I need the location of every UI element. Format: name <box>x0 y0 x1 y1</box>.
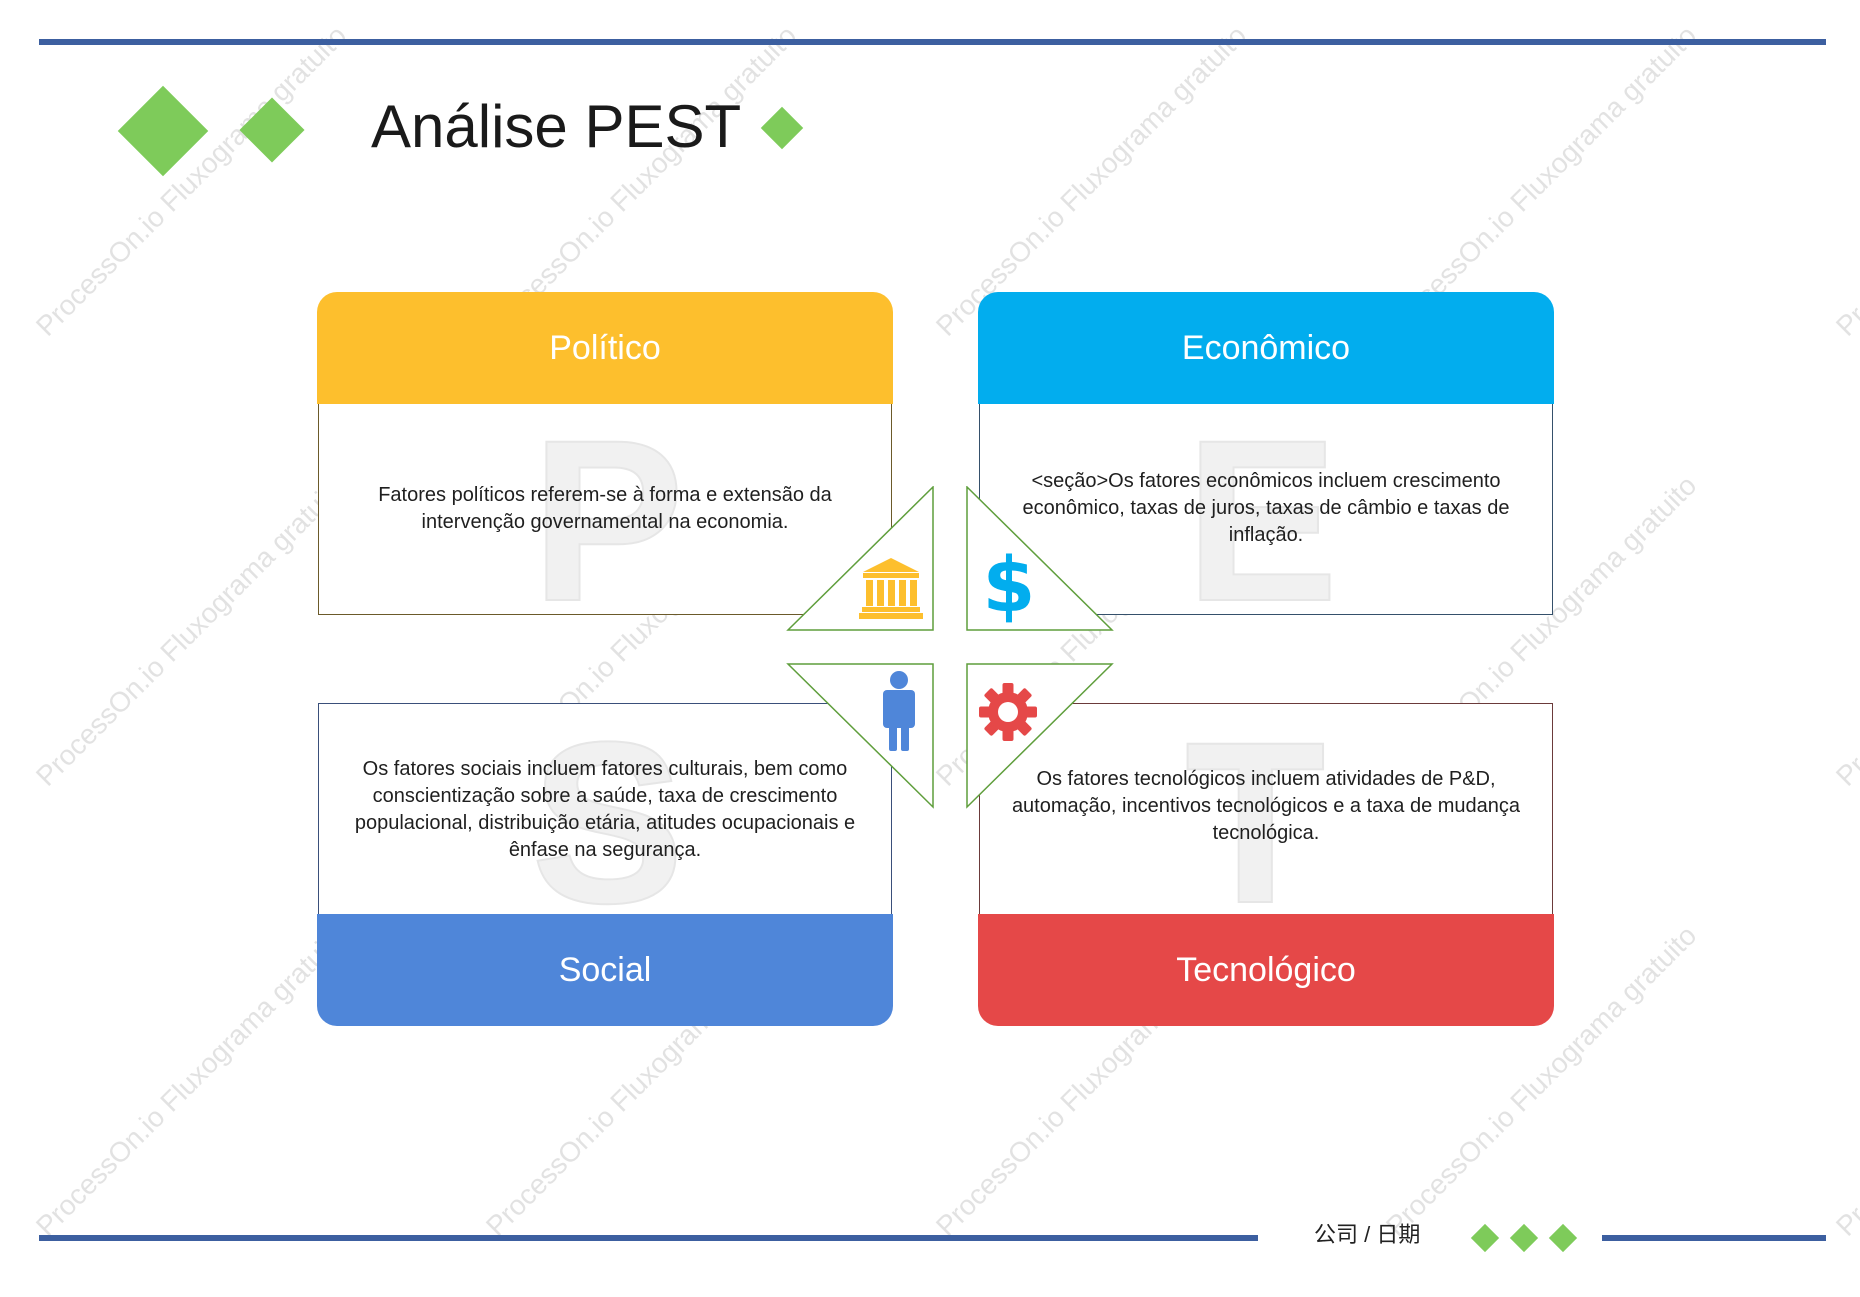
bottom-rule-left <box>39 1235 1258 1241</box>
triangle-politico <box>786 486 934 631</box>
card-economico-label: Econômico <box>1181 328 1351 367</box>
page-title: Análise PEST <box>371 93 742 160</box>
triangle-economico <box>966 486 1114 631</box>
bottom-rule-right <box>1602 1235 1826 1241</box>
card-economico-text: <seção>Os fatores econômicos incluem cre… <box>1022 470 1510 546</box>
watermark: ProcessOn.io Fluxograma gratuito <box>1830 20 1860 342</box>
card-economico: Econômico E <seção>Os fatores econômicos… <box>978 292 1554 637</box>
card-politico: Político P Fatores políticos referem-se … <box>317 292 893 637</box>
header-diamond-small <box>760 106 804 150</box>
card-economico-header: Econômico <box>978 292 1554 404</box>
person-icon <box>883 671 915 751</box>
pest-center-emblem: $ <box>786 486 1114 809</box>
header-diamond-large <box>117 85 209 177</box>
watermark: ProcessOn.io Fluxograma gratuito <box>1830 920 1860 1242</box>
watermark: ProcessOn.io Fluxograma gratuito <box>30 19 353 342</box>
triangle-tecnologico <box>966 663 1114 809</box>
card-economico-letter: E <box>1184 392 1339 649</box>
card-social-letter: S <box>530 694 685 951</box>
footer-diamond <box>1509 1223 1539 1253</box>
watermark: ProcessOn.io Fluxograma gratuito <box>30 919 353 1242</box>
card-politico-header: Político <box>317 292 893 404</box>
watermark: ProcessOn.io Fluxograma gratuito <box>1830 470 1860 792</box>
top-rule <box>39 39 1826 45</box>
card-social-label: Social <box>558 950 652 989</box>
footer-diamond <box>1470 1223 1500 1253</box>
card-politico-body: P Fatores políticos referem-se à forma e… <box>318 404 892 637</box>
card-tecnologico: T Os fatores tecnológicos incluem ativid… <box>978 703 1554 1026</box>
card-social-footer: Social <box>317 914 893 1026</box>
card-tecnologico-letter: T <box>1184 694 1326 951</box>
header-diamond-medium <box>239 97 305 163</box>
dollar-icon: $ <box>983 540 1036 629</box>
triangle-social <box>786 663 934 809</box>
card-tecnologico-label: Tecnológico <box>1176 950 1356 989</box>
gear-icon <box>979 683 1037 741</box>
footer-company-date: 公司 / 日期 <box>1314 1222 1421 1247</box>
card-social-body: S Os fatores sociais incluem fatores cul… <box>318 703 892 939</box>
card-social-text: Os fatores sociais incluem fatores cultu… <box>354 758 856 861</box>
card-politico-letter: P <box>530 392 685 649</box>
card-tecnologico-body: T Os fatores tecnológicos incluem ativid… <box>979 703 1553 939</box>
card-social: S Os fatores sociais incluem fatores cul… <box>317 703 893 1026</box>
card-tecnologico-text: Os fatores tecnológicos incluem atividad… <box>1011 768 1521 844</box>
watermark: ProcessOn.io Fluxograma gratuito <box>30 469 353 792</box>
footer-diamond <box>1548 1223 1578 1253</box>
card-tecnologico-footer: Tecnológico <box>978 914 1554 1026</box>
card-politico-label: Político <box>549 328 661 367</box>
card-economico-body: E <seção>Os fatores econômicos incluem c… <box>979 404 1553 637</box>
bank-icon <box>859 558 923 619</box>
card-politico-text: Fatores políticos referem-se à forma e e… <box>378 484 832 533</box>
